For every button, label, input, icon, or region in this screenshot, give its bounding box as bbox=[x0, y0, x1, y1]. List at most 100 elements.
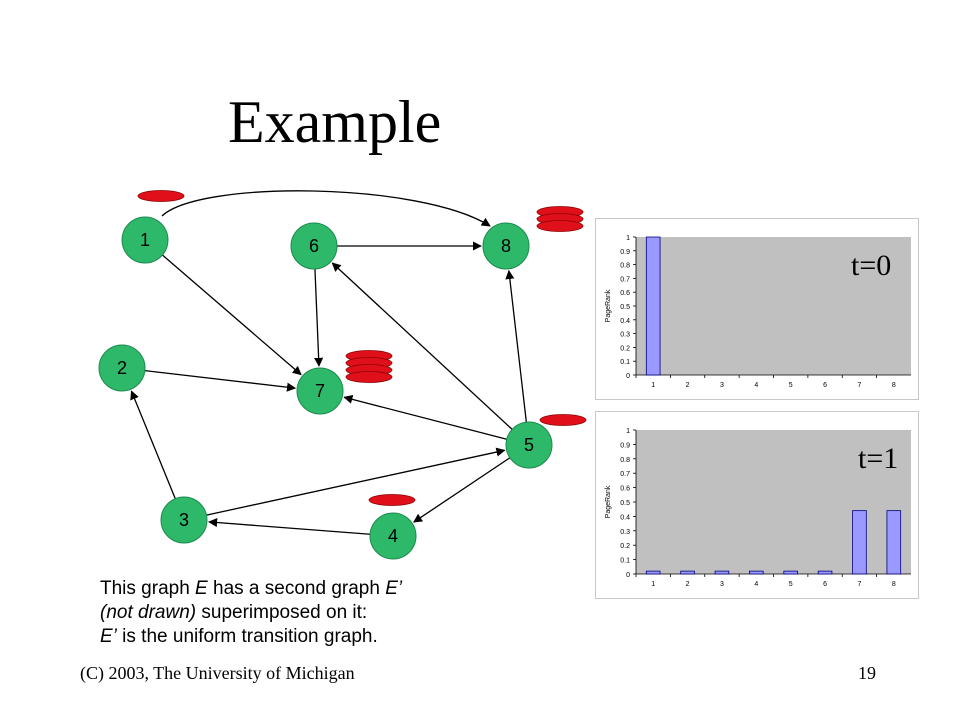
x-tick-label: 3 bbox=[720, 382, 724, 389]
y-tick-label: 0 bbox=[626, 572, 630, 579]
node-1: 1 bbox=[121, 216, 169, 264]
y-tick-label: 0.5 bbox=[620, 500, 630, 507]
node-circle bbox=[121, 216, 169, 264]
bar-1 bbox=[645, 570, 661, 575]
x-tick-label: 5 bbox=[789, 382, 793, 389]
y-tick-label: 0.6 bbox=[620, 486, 630, 493]
bar-5 bbox=[783, 570, 798, 575]
graph-diagram: 1 2 3 4 5 6 7 8 bbox=[98, 190, 587, 560]
bar-3 bbox=[714, 570, 730, 575]
y-tick-label: 0 bbox=[626, 373, 630, 380]
edge-3-to-5 bbox=[206, 447, 506, 516]
x-tick-label: 6 bbox=[823, 581, 827, 588]
node-label: 8 bbox=[501, 236, 511, 256]
y-tick-label: 0.4 bbox=[620, 514, 630, 521]
node-circle bbox=[160, 496, 208, 544]
node-circle bbox=[296, 367, 344, 415]
node-2: 2 bbox=[98, 344, 146, 392]
x-tick-label: 8 bbox=[892, 382, 896, 389]
node-label: 4 bbox=[388, 526, 398, 546]
y-tick-label: 0.5 bbox=[620, 304, 630, 311]
x-tick-label: 3 bbox=[720, 581, 724, 588]
node-label: 5 bbox=[524, 435, 534, 455]
node-3: 3 bbox=[160, 496, 208, 544]
x-tick-label: 5 bbox=[789, 581, 793, 588]
caption-line-1: This graph E has a second graph E’ bbox=[100, 578, 403, 599]
y-tick-label: 0.7 bbox=[620, 276, 630, 283]
y-axis-label: PageRank bbox=[605, 289, 612, 322]
node-8: 8 bbox=[482, 222, 530, 270]
y-tick-label: 0.8 bbox=[620, 263, 630, 270]
node-label: 7 bbox=[315, 381, 325, 401]
y-tick-label: 0.9 bbox=[620, 249, 630, 256]
y-tick-label: 0.9 bbox=[620, 442, 630, 449]
y-tick-label: 0.4 bbox=[620, 318, 630, 325]
x-tick-label: 2 bbox=[686, 382, 690, 389]
x-tick-label: 7 bbox=[857, 382, 861, 389]
rank-marker-node-1 bbox=[137, 190, 185, 202]
caption: This graph E has a second graph E’ (not … bbox=[100, 577, 402, 649]
y-tick-label: 0.1 bbox=[620, 558, 630, 565]
node-circle bbox=[290, 222, 338, 270]
page-number: 19 bbox=[858, 663, 876, 683]
edge-2-to-7 bbox=[144, 370, 297, 392]
y-tick-label: 0.1 bbox=[620, 359, 630, 366]
chart-annotation-t0: t=0 bbox=[851, 249, 892, 282]
x-tick-label: 6 bbox=[823, 382, 827, 389]
y-tick-label: 1 bbox=[626, 235, 630, 242]
x-tick-label: 4 bbox=[754, 581, 758, 588]
rank-marker-node-5 bbox=[539, 414, 587, 426]
x-tick-label: 4 bbox=[754, 382, 758, 389]
footer-copyright: (C) 2003, The University of Michigan bbox=[80, 663, 355, 683]
y-tick-label: 0.7 bbox=[620, 471, 630, 478]
edge-4-to-3 bbox=[208, 517, 371, 535]
node-label: 3 bbox=[179, 510, 189, 530]
y-tick-label: 0.6 bbox=[620, 290, 630, 297]
rank-marker-node-7 bbox=[345, 371, 393, 383]
node-5: 5 bbox=[505, 421, 553, 469]
bar-7 bbox=[852, 510, 867, 575]
node-circle bbox=[505, 421, 553, 469]
edge-3-to-2 bbox=[130, 390, 176, 499]
bar-8 bbox=[886, 510, 902, 575]
node-label: 1 bbox=[140, 230, 150, 250]
caption-line-3: E’ is the uniform transition graph. bbox=[100, 626, 378, 647]
edge-5-to-6 bbox=[331, 262, 513, 430]
edge-5-to-4 bbox=[413, 457, 511, 523]
node-circle bbox=[369, 512, 417, 560]
y-tick-label: 1 bbox=[626, 428, 630, 435]
bar-4 bbox=[749, 570, 764, 575]
rank-marker-node-4 bbox=[368, 494, 416, 506]
x-tick-label: 1 bbox=[651, 581, 655, 588]
edge-6-to-7 bbox=[314, 268, 324, 367]
y-tick-label: 0.2 bbox=[620, 345, 630, 352]
chart-annotation-t1: t=1 bbox=[858, 442, 899, 475]
y-axis-label: PageRank bbox=[605, 485, 612, 518]
bar-2 bbox=[680, 570, 695, 575]
node-circle bbox=[98, 344, 146, 392]
node-label: 2 bbox=[117, 358, 127, 378]
node-4: 4 bbox=[369, 512, 417, 560]
slide-title: Example bbox=[228, 89, 442, 155]
caption-line-2: (not drawn) superimposed on it: bbox=[100, 602, 368, 623]
edge-5-to-8 bbox=[505, 269, 528, 423]
x-tick-label: 1 bbox=[651, 382, 655, 389]
rank-marker-node-8 bbox=[536, 220, 584, 232]
x-tick-label: 8 bbox=[892, 581, 896, 588]
y-tick-label: 0.8 bbox=[620, 457, 630, 464]
edge-1-to-7 bbox=[161, 254, 302, 376]
node-7: 7 bbox=[296, 367, 344, 415]
edge-5-to-7 bbox=[343, 394, 507, 440]
edge-1-to-8 bbox=[161, 190, 491, 227]
y-tick-label: 0.3 bbox=[620, 529, 630, 536]
node-label: 6 bbox=[309, 236, 319, 256]
node-6: 6 bbox=[290, 222, 338, 270]
node-circle bbox=[482, 222, 530, 270]
plot-area bbox=[636, 237, 911, 375]
bar-1 bbox=[645, 236, 661, 376]
bar-6 bbox=[817, 570, 833, 575]
y-tick-label: 0.2 bbox=[620, 543, 630, 550]
x-tick-label: 2 bbox=[686, 581, 690, 588]
